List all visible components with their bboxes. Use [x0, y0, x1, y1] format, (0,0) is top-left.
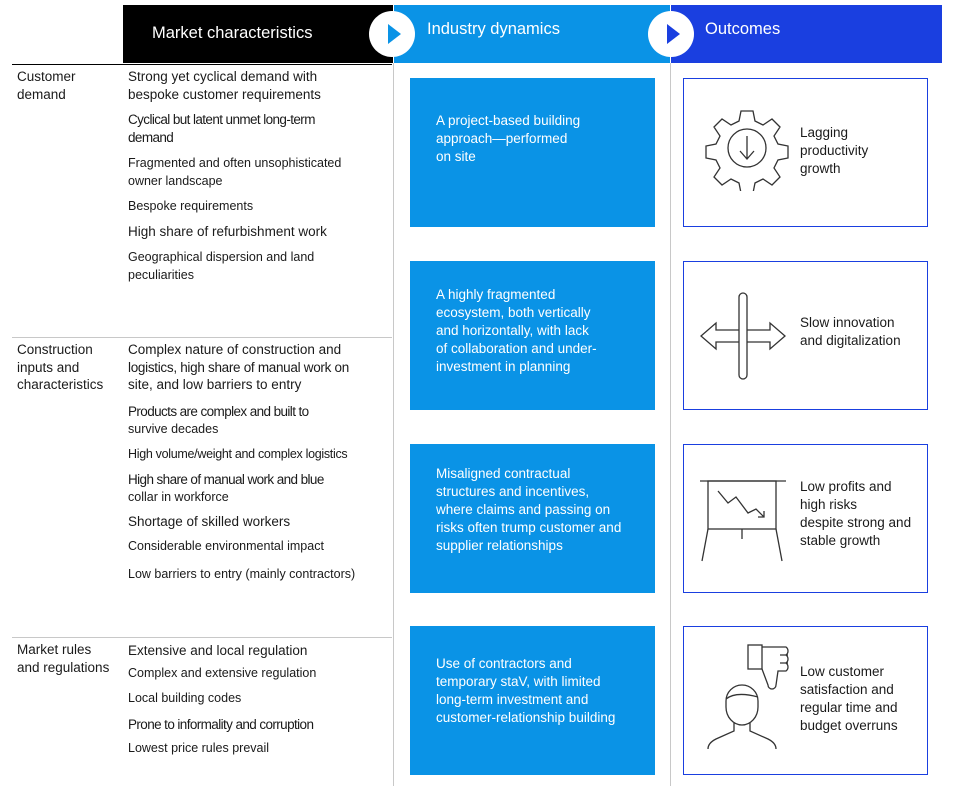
column-divider: [670, 63, 671, 786]
header-outcomes: Outcomes: [671, 5, 942, 63]
gear-down-arrow-icon: [705, 110, 789, 191]
section-divider: [12, 637, 392, 638]
header-dynamics-label: Industry dynamics: [427, 20, 560, 38]
list-item: Extensive and local regulation: [128, 643, 308, 658]
list-item: Prone to informality and corruption: [128, 717, 314, 732]
arrow-right-icon: [648, 11, 694, 57]
list-item: Considerable environmental impact: [128, 539, 324, 553]
header-market-label: Market characteristics: [152, 24, 313, 42]
list-item: Bespoke requirements: [128, 199, 254, 213]
header-outcomes-label: Outcomes: [705, 20, 781, 38]
list-item: Shortage of skilled workers: [128, 514, 291, 529]
list-item: High share of refurbishment work: [128, 224, 327, 239]
list-item: Low barriers to entry (mainly contractor…: [128, 567, 356, 581]
section-divider: [12, 64, 392, 65]
list-item: Local building codes: [128, 691, 242, 705]
column-divider: [393, 63, 394, 786]
list-item: Complex and extensive regulation: [128, 666, 317, 680]
arrow-right-icon: [369, 11, 415, 57]
header-market-characteristics: Market characteristics: [123, 5, 393, 63]
declining-chart-board-icon: [700, 480, 786, 562]
section-divider: [12, 337, 392, 338]
list-item: Lowest price rules prevail: [128, 741, 270, 755]
thumbs-down-person-icon: [707, 644, 789, 749]
list-item: High volume/weight and complex logistics: [128, 447, 348, 461]
signpost-arrows-icon: [700, 292, 786, 380]
header-industry-dynamics: Industry dynamics: [394, 5, 670, 63]
